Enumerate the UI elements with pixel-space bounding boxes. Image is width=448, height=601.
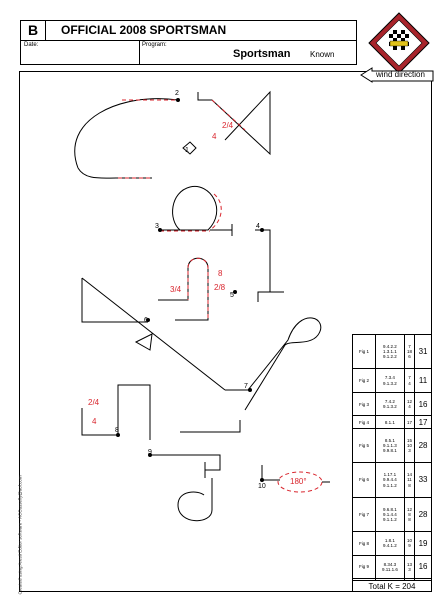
k-table-k: 17: [403, 415, 416, 430]
form-header: B OFFICIAL 2008 SPORTSMAN Date: Program:…: [20, 20, 357, 65]
k-table-total: 31: [414, 333, 432, 370]
k-table-fig: Fig 8: [351, 531, 377, 556]
figure-3-loop: [158, 185, 218, 231]
k-table-k: 12 8 8: [403, 496, 416, 533]
roll-label-1: 2/4: [222, 121, 234, 130]
k-table-fig: Fig 3: [351, 391, 377, 417]
figure-8-path: [81, 384, 241, 440]
roll-label-7: 4: [92, 417, 97, 426]
credit-text: Created using Aresti Editor software - A…: [17, 475, 23, 595]
k-table-total: 28: [414, 496, 432, 533]
k-table-catalog: 8.34.3 9.11.1.6: [375, 554, 405, 580]
roll-label-6: 2/4: [88, 398, 100, 407]
k-table-total: 16: [414, 554, 432, 580]
wind-direction-arrow: [360, 67, 434, 83]
figure-5-path: [158, 257, 209, 321]
header-column-divider: [139, 40, 140, 65]
k-table-catalog: 9.4.2.2 1.3.1.1 9.1.2.2: [375, 333, 405, 370]
k-table-total: 33: [414, 462, 432, 498]
k-table-catalog: 1.17.1 9.9.4.4 9.1.1.2: [375, 462, 405, 498]
k-table-fig: Fig 9: [351, 554, 377, 580]
k-table-k: 13 3: [403, 554, 416, 580]
figure-number-5: 5: [230, 292, 234, 299]
figure-9-path: [150, 454, 221, 478]
figure-number-4: 4: [256, 223, 260, 230]
k-table-catalog: 1.8.1 9.4.1.2: [375, 531, 405, 556]
k-table-k: 14 11 8: [403, 462, 416, 498]
total-k: Total K = 204: [352, 580, 432, 592]
figure-4-line: [255, 229, 284, 302]
k-table-total: 19: [414, 531, 432, 556]
figure-2-path: [197, 90, 271, 156]
figure-10-path: [261, 465, 280, 481]
figure-number-8: 8: [115, 427, 119, 434]
k-table-catalog: 8.1.1: [375, 415, 405, 430]
k-table-total: 17: [414, 415, 432, 430]
k-table-catalog: 7.4.2 9.1.3.2: [375, 391, 405, 417]
category-letter: B: [21, 21, 46, 40]
figure-3-exit: [210, 224, 233, 236]
k-table-k: 7 18 6: [403, 333, 416, 370]
figure-2-dashed: [211, 99, 246, 131]
k-table-k: 10 9: [403, 531, 416, 556]
k-table-fig: Fig 4: [351, 415, 377, 430]
roll-label-5: 3/4: [170, 285, 182, 294]
figure-9-loop: [177, 478, 213, 522]
k-table-fig: Fig 7: [351, 496, 377, 533]
figure-6-tail: [134, 333, 153, 351]
sequence-name: Sportsman: [233, 48, 291, 60]
figure-number-9: 9: [148, 449, 152, 456]
figure-6-path: [81, 277, 226, 391]
sequence-type: Known: [310, 50, 335, 59]
k-table-fig: Fig 5: [351, 428, 377, 464]
figure-1-snap: [182, 141, 197, 155]
figure-3-dashed-2: [209, 193, 222, 231]
roll-label-8: 180°: [290, 477, 307, 486]
figure-5-dashed: [187, 257, 209, 318]
sequence-box: [19, 71, 432, 592]
k-table-fig: Fig 6: [351, 462, 377, 498]
k-table-catalog: 9.6.8.1 9.1.4.4 9.1.1.2: [375, 496, 405, 533]
k-table-catalog: 7.3.4 9.1.3.2: [375, 368, 405, 393]
k-table-fig: Fig 2: [351, 368, 377, 393]
figure-number-6: 6: [144, 317, 148, 324]
iac-logo: [368, 12, 430, 74]
k-table-total: 16: [414, 391, 432, 417]
figure-1-path: [74, 98, 179, 169]
figure-number-1: 1: [185, 147, 189, 154]
figure-number-7: 7: [244, 383, 248, 390]
wind-direction-label: wind direction: [376, 70, 425, 79]
k-table-total: 28: [414, 428, 432, 464]
date-label: Date:: [24, 42, 39, 48]
roll-label-4: 8: [218, 269, 223, 278]
program-label: Program:: [142, 42, 167, 48]
figure-1-exit: [77, 167, 152, 179]
k-table-catalog: 8.5.1 9.1.1.3 9.9.8.1: [375, 428, 405, 464]
figure-number-2: 2: [175, 90, 179, 97]
k-table-k: 15 10 3: [403, 428, 416, 464]
form-title: OFFICIAL 2008 SPORTSMAN: [61, 23, 227, 37]
header-divider: [21, 40, 356, 41]
roll-label-3: 2/8: [214, 283, 226, 292]
figure-number-10: 10: [258, 483, 266, 490]
k-table-fig: Fig 1: [351, 333, 377, 370]
roll-label-2: 4: [212, 132, 217, 141]
k-table-total: 11: [414, 368, 432, 393]
k-table-k: 12 4: [403, 391, 416, 417]
k-table-k: 7 4: [403, 368, 416, 393]
figure-7-path: [225, 317, 322, 411]
figure-number-3: 3: [155, 223, 159, 230]
